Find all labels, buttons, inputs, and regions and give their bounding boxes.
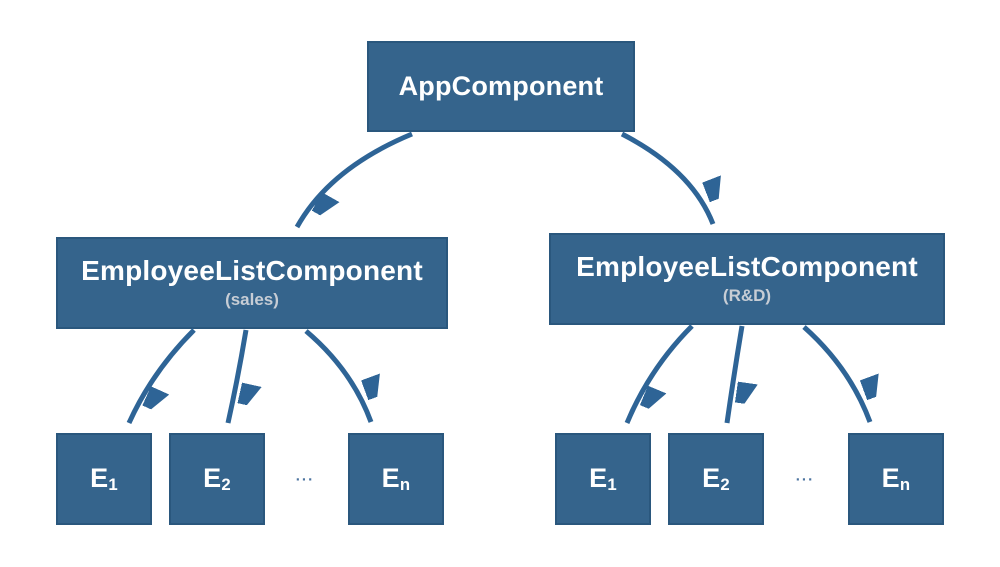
arrow-rnd-to-e1 bbox=[624, 324, 694, 424]
node-sublabel: (sales) bbox=[225, 289, 279, 309]
node-employee-list-sales: EmployeeListComponent (sales) bbox=[56, 237, 448, 329]
node-employee-rnd-n: En bbox=[848, 433, 944, 525]
node-employee-sales-n: En bbox=[348, 433, 444, 525]
node-label: En bbox=[381, 463, 411, 495]
node-employee-sales-1: E1 bbox=[56, 433, 152, 525]
arrow-rnd-to-en bbox=[802, 325, 870, 423]
arrow-sales-to-en bbox=[304, 329, 371, 423]
node-label: E1 bbox=[589, 463, 617, 495]
node-employee-list-rnd: EmployeeListComponent (R&D) bbox=[549, 233, 945, 325]
arrow-root-to-sales bbox=[294, 131, 413, 229]
node-label: E2 bbox=[203, 463, 231, 495]
arrow-root-to-rnd bbox=[620, 131, 713, 225]
ellipsis-rnd: ... bbox=[795, 467, 815, 485]
node-label: En bbox=[881, 463, 911, 495]
node-sublabel: (R&D) bbox=[722, 285, 772, 305]
node-label: AppComponent bbox=[398, 70, 604, 101]
node-label: EmployeeListComponent bbox=[81, 255, 423, 287]
arrow-sales-to-e2 bbox=[225, 329, 246, 424]
node-employee-rnd-2: E2 bbox=[668, 433, 764, 525]
node-label: E1 bbox=[90, 463, 118, 495]
ellipsis-sales: ... bbox=[295, 467, 315, 485]
node-label: EmployeeListComponent bbox=[576, 251, 918, 283]
node-label: E2 bbox=[702, 463, 730, 495]
node-employee-sales-2: E2 bbox=[169, 433, 265, 525]
node-employee-rnd-1: E1 bbox=[555, 433, 651, 525]
arrow-rnd-to-e2 bbox=[724, 325, 742, 424]
arrow-sales-to-e1 bbox=[126, 328, 196, 425]
node-app-component: AppComponent bbox=[367, 41, 635, 132]
